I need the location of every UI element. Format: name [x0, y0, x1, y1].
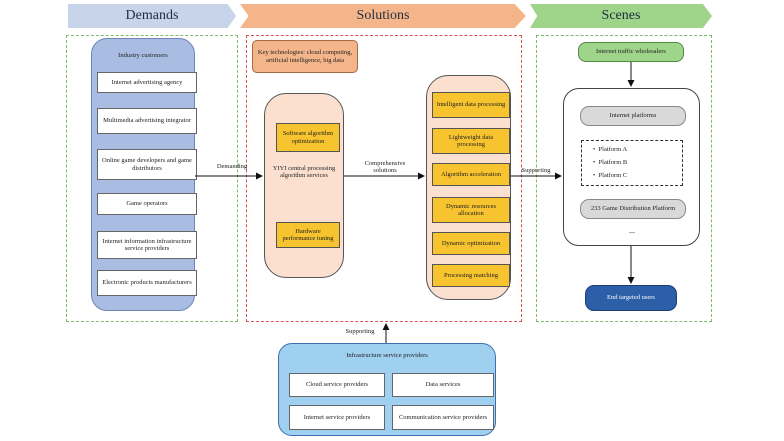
communication-service-providers: Communication service providers: [392, 405, 494, 430]
game-distribution-platform: 233 Game Distribution Platform: [580, 199, 686, 219]
cloud-service-providers: Cloud service providers: [289, 373, 385, 397]
end-users-label: End targeted users: [607, 294, 655, 302]
feature-label: Lightweight data processing: [448, 133, 494, 148]
feature-dynamic-resources: Dynamic resources allocation: [432, 197, 510, 223]
scenes-header: Scenes: [530, 4, 712, 28]
demand-item-label: Online game developers and game distribu…: [102, 157, 192, 172]
feature-label: Algorithm acceleration: [440, 170, 502, 178]
platform-list-box: [581, 140, 683, 186]
scenes-header-label: Scenes: [601, 8, 641, 23]
platform-c: • Platform C: [593, 172, 628, 179]
demand-item-game-developers: Online game developers and game distribu…: [97, 149, 197, 180]
solutions-section-frame: [246, 35, 522, 322]
infrastructure-title: Infrastructure service providers: [346, 352, 428, 359]
demand-item-label: Internet information infrastructure serv…: [102, 237, 192, 252]
industry-customers-title: Industry customers: [118, 52, 168, 59]
internet-platforms-title: Internet platforms: [580, 106, 686, 126]
central-processing-label: YIYI central processing algorithm servic…: [272, 165, 336, 180]
software-optimization-box: Software algorithm optimization: [276, 123, 340, 152]
platforms-ellipsis: ...: [629, 226, 635, 235]
comprehensive-solutions-label: Comprehensive solutions: [364, 160, 406, 175]
demand-item-advertising-agency: Internet advertising agency: [97, 72, 197, 93]
platform-b-label: Platform B: [598, 159, 628, 166]
demanding-label: Demanding: [216, 163, 248, 170]
software-optimization-label: Software algorithm optimization: [282, 130, 334, 145]
supporting-right-label: Supporting: [521, 167, 551, 174]
scenes-section-frame: [536, 35, 712, 322]
core-processing-panel: [264, 93, 344, 278]
infra-item-label: Cloud service providers: [305, 381, 369, 389]
feature-label: Dynamic optimization: [441, 239, 501, 247]
internet-service-providers: Internet service providers: [289, 405, 385, 430]
solutions-header: Solutions: [240, 4, 526, 28]
platform-b: • Platform B: [593, 159, 628, 166]
end-users-pill: End targeted users: [585, 285, 677, 311]
demand-item-label: Multimedia advertising integrator: [103, 117, 191, 125]
demand-item-game-operators: Game operators: [97, 193, 197, 215]
demand-item-label: Internet advertising agency: [111, 78, 183, 86]
game-distribution-label: 233 Game Distribution Platform: [590, 205, 676, 213]
traffic-wholesalers-label: Internet traffic wholesalers: [596, 48, 666, 56]
platform-c-label: Platform C: [598, 172, 628, 179]
feature-processing-matching: Processing matching: [432, 264, 510, 287]
demands-header-label: Demands: [125, 8, 179, 23]
feature-label: Dynamic resources allocation: [446, 202, 496, 217]
supporting-bottom-label: Supporting: [345, 328, 375, 335]
key-technologies-box: Key technologies: cloud computing, artif…: [252, 40, 358, 73]
platform-a-label: Platform A: [598, 146, 628, 153]
demand-item-electronics: Electronic products manufacturers: [97, 270, 197, 296]
feature-intelligent-data: Intelligent data processing: [432, 92, 510, 118]
feature-dynamic-optimization: Dynamic optimization: [432, 232, 510, 255]
feature-lightweight-data: Lightweight data processing: [432, 128, 510, 154]
platform-a: • Platform A: [593, 146, 628, 153]
hardware-tuning-box: Hardware performance tuning: [276, 222, 340, 248]
demands-header: Demands: [68, 4, 236, 28]
demand-item-label: Game operators: [126, 200, 168, 208]
key-technologies-label: Key technologies: cloud computing, artif…: [257, 49, 353, 64]
data-services: Data services: [392, 373, 494, 397]
infra-item-label: Data services: [425, 381, 461, 389]
hardware-tuning-label: Hardware performance tuning: [282, 227, 334, 242]
solutions-header-label: Solutions: [356, 8, 410, 23]
feature-label: Intelligent data processing: [436, 101, 506, 109]
internet-platforms-label: Internet platforms: [609, 112, 657, 120]
infra-item-label: Communication service providers: [398, 413, 488, 421]
demand-item-multimedia: Multimedia advertising integrator: [97, 108, 197, 134]
feature-label: Processing matching: [444, 271, 498, 279]
demand-item-infrastructure: Internet information infrastructure serv…: [97, 231, 197, 259]
feature-algorithm-acceleration: Algorithm acceleration: [432, 163, 510, 186]
demand-item-label: Electronic products manufacturers: [102, 279, 192, 287]
infra-item-label: Internet service providers: [303, 413, 371, 421]
demands-section-frame: [66, 35, 238, 322]
traffic-wholesalers-pill: Internet traffic wholesalers: [578, 42, 684, 62]
